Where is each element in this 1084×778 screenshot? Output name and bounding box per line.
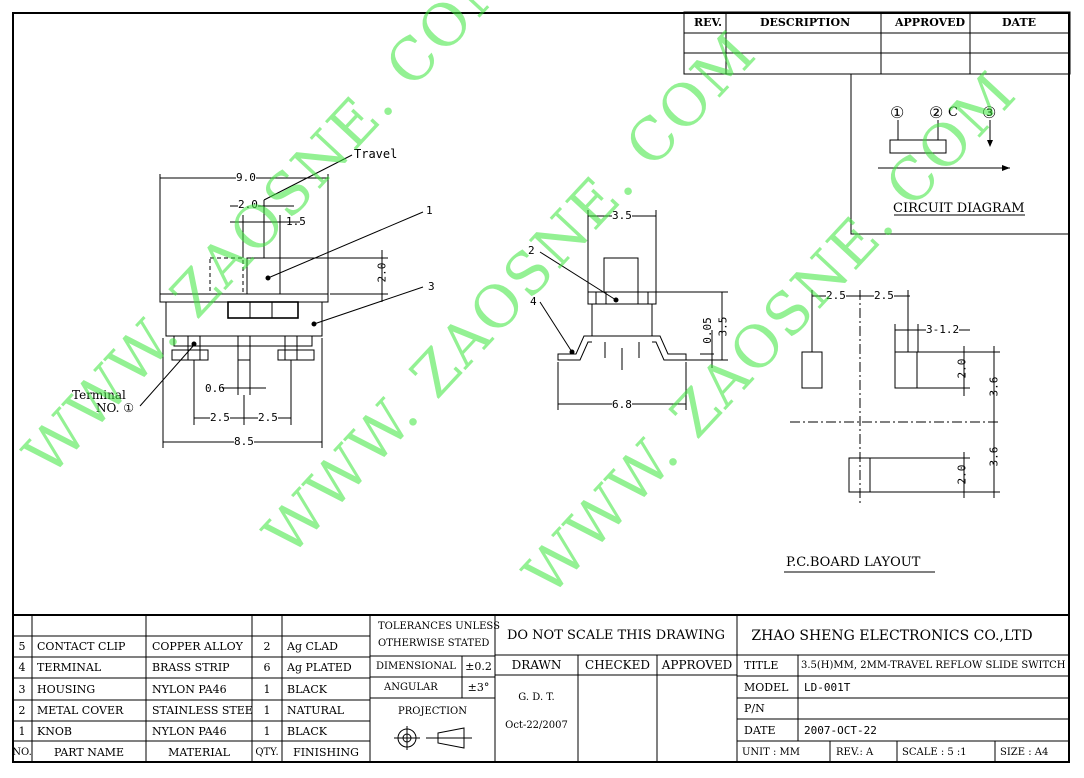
circuit-diagram-title: CIRCUIT DIAGRAM xyxy=(893,201,1025,216)
bom-row-1-material: NYLON PA46 xyxy=(152,724,227,738)
rev-header-rev: REV. xyxy=(694,16,722,29)
circuit-pin-3: ③ xyxy=(982,103,997,122)
bom-row-4-material: BRASS STRIP xyxy=(152,661,230,674)
unit-label: UNIT : MM xyxy=(742,746,801,758)
dim-knob-gap: 1.5 xyxy=(286,215,306,228)
rev-header-date: DATE xyxy=(1002,16,1037,29)
end-dim-top: 3.5 xyxy=(612,209,632,222)
bom-header-finish: FINISHING xyxy=(293,745,359,759)
size-label: SIZE : A4 xyxy=(1000,746,1049,758)
bom-row-3-part: HOUSING xyxy=(37,682,96,696)
bom-row-5-qty: 2 xyxy=(263,640,271,653)
tolerance-title-line2: OTHERWISE STATED xyxy=(378,637,490,649)
circuit-pin-2: ② xyxy=(929,103,944,122)
tolerance-dimensional-value: ±0.2 xyxy=(465,660,492,673)
tolerance-dimensional-label: DIMENSIONAL xyxy=(376,661,456,672)
dim-overall-top: 9.0 xyxy=(236,171,256,184)
rev-header-approved: APPROVED xyxy=(895,16,966,29)
callout-4: 4 xyxy=(530,295,537,308)
terminal-label-line1: Terminal xyxy=(72,388,126,402)
circuit-pin-1: ① xyxy=(890,103,905,122)
bom-row-4-qty: 6 xyxy=(263,661,271,674)
bom-row-4-no: 4 xyxy=(18,661,26,674)
projection-symbol-icon xyxy=(394,726,472,750)
callout-1: 1 xyxy=(426,204,433,217)
bom-row-5-finish: Ag CLAD xyxy=(287,640,338,653)
bom-row-3-qty: 1 xyxy=(263,682,271,696)
bom-header-part: PART NAME xyxy=(53,745,125,759)
bom-row-1-qty: 1 xyxy=(263,724,271,738)
bom-row-1-no: 1 xyxy=(18,724,26,738)
title-label: TITLE xyxy=(744,659,779,672)
bom-row-3-no: 3 xyxy=(18,682,26,696)
pcb-dim-top-left: 2.5 xyxy=(826,289,846,302)
drawing-frame xyxy=(12,12,1070,763)
dim-knob-width: 2.0 xyxy=(238,198,258,211)
dim-pitch-left: 2.5 xyxy=(210,411,230,424)
callout-3: 3 xyxy=(428,280,435,293)
drawn-date: Oct-22/2007 xyxy=(505,719,568,731)
tolerance-title-line1: TOLERANCES UNLESS xyxy=(378,620,500,632)
scale-label: SCALE : 5 :1 xyxy=(902,746,967,758)
circuit-pin-2-suffix: C xyxy=(948,105,958,120)
dim-overall-bottom: 8.5 xyxy=(234,435,254,448)
bom-row-1-part: KNOB xyxy=(37,724,72,738)
checked-label: CHECKED xyxy=(585,658,650,672)
bom-row-5-no: 5 xyxy=(18,640,26,653)
model-value: LD-001T xyxy=(804,680,851,694)
bom-row-2-material: STAINLESS STEEL xyxy=(152,704,252,717)
bom-row-5-material: COPPER ALLOY xyxy=(152,640,243,653)
pn-value xyxy=(804,698,1004,719)
pn-label: P/N xyxy=(744,702,765,715)
end-dim-bottom: 6.8 xyxy=(612,398,632,411)
bom-row-4-part: TERMINAL xyxy=(37,661,102,674)
bom-header-no: NO. xyxy=(12,746,32,758)
rev-label: REV.: A xyxy=(836,746,874,758)
rev-header-description: DESCRIPTION xyxy=(760,16,851,29)
approved-label: APPROVED xyxy=(661,658,733,672)
dim-pitch-right: 2.5 xyxy=(258,411,278,424)
terminal-label-line2: NO. ① xyxy=(96,401,135,415)
bom-header-qty: QTY. xyxy=(255,746,279,758)
bom-row-2-qty: 1 xyxy=(263,704,271,717)
projection-label: PROJECTION xyxy=(398,705,467,717)
pcb-dim-top-right: 2.5 xyxy=(874,289,894,302)
model-label: MODEL xyxy=(744,680,789,694)
bom-header-material: MATERIAL xyxy=(168,745,230,759)
pcb-dim-pad-width: 3-1.2 xyxy=(926,323,960,336)
dim-terminal-width: 0.6 xyxy=(205,382,225,395)
travel-label: Travel xyxy=(354,147,398,161)
tolerance-angular-label: ANGULAR xyxy=(384,682,438,693)
date-label: DATE xyxy=(744,723,776,737)
bom-row-5-part: CONTACT CLIP xyxy=(37,640,126,653)
drawn-label: DRAWN xyxy=(511,658,562,672)
date-value: 2007-OCT-22 xyxy=(804,723,877,737)
do-not-scale-note: DO NOT SCALE THIS DRAWING xyxy=(506,627,726,643)
bom-row-1-finish: BLACK xyxy=(287,724,327,738)
company-name: ZHAO SHENG ELECTRONICS CO.,LTD xyxy=(751,628,1033,644)
title-value: 3.5(H)MM, 2MM-TRAVEL REFLOW SLIDE SWITCH xyxy=(801,660,1066,671)
drawn-by: G. D. T. xyxy=(518,691,555,703)
callout-2: 2 xyxy=(528,244,535,257)
pcb-layout-title: P.C.BOARD LAYOUT xyxy=(786,555,921,570)
bom-row-2-finish: NATURAL xyxy=(287,704,345,717)
bom-row-3-material: NYLON PA46 xyxy=(152,682,227,696)
bom-row-2-no: 2 xyxy=(18,704,26,717)
bom-row-3-finish: BLACK xyxy=(287,682,327,696)
bom-row-4-finish: Ag PLATED xyxy=(287,661,352,674)
tolerance-angular-value: ±3° xyxy=(467,681,490,694)
bom-row-2-part: METAL COVER xyxy=(37,704,124,717)
